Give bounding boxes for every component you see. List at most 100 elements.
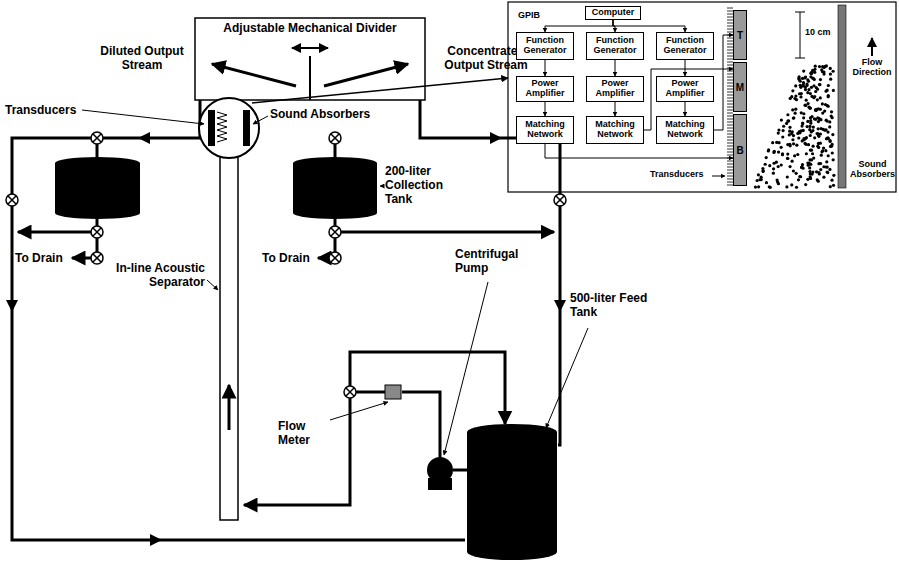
separator-column <box>217 112 227 142</box>
separator-column <box>220 100 238 520</box>
particle <box>811 172 814 175</box>
particle <box>794 108 797 111</box>
particle <box>806 178 809 181</box>
signal-connector <box>615 60 616 76</box>
box-text: Computer <box>592 8 635 18</box>
tanks <box>293 157 377 169</box>
particle <box>819 162 822 165</box>
particle <box>816 145 819 148</box>
function-generator-box: Function Generator <box>516 32 574 60</box>
particle <box>829 140 832 143</box>
particle <box>813 136 816 139</box>
particle <box>786 157 789 160</box>
tanks <box>467 432 557 552</box>
particle <box>757 173 760 176</box>
particle <box>822 71 825 74</box>
signal-connector <box>685 60 686 76</box>
particle <box>795 186 798 189</box>
particle <box>809 175 812 178</box>
box-text: M <box>736 82 744 93</box>
particle <box>801 121 804 124</box>
particle <box>819 78 822 81</box>
signal-connector <box>545 60 546 76</box>
inset-panel <box>800 12 801 58</box>
particle <box>794 84 797 87</box>
particle <box>818 83 821 86</box>
particle <box>816 178 819 181</box>
particle <box>829 72 832 75</box>
particle <box>760 176 763 179</box>
flow-arrows <box>150 534 162 546</box>
particle <box>830 110 833 113</box>
flow-label: Flow Direction <box>850 58 894 78</box>
particle <box>810 86 813 89</box>
transducer-pin <box>727 8 733 9</box>
particle <box>803 104 806 107</box>
particle <box>806 120 809 123</box>
particle <box>822 176 825 179</box>
particle <box>805 152 808 155</box>
leader-lines <box>330 402 388 420</box>
particle <box>828 168 831 171</box>
transducer-label: Transducers <box>650 170 710 180</box>
valve-symbol <box>556 196 564 204</box>
particle <box>802 138 805 141</box>
particle <box>812 156 815 159</box>
particle <box>786 175 789 178</box>
tanks <box>293 163 377 213</box>
particle <box>822 165 825 168</box>
particle <box>827 105 830 108</box>
particle <box>810 71 813 74</box>
particle <box>820 150 823 153</box>
particle <box>827 154 830 157</box>
box-text: Matching Network <box>659 120 711 140</box>
particle <box>802 112 805 115</box>
box-text: Matching Network <box>589 120 641 140</box>
particle <box>808 166 811 169</box>
particle <box>825 119 828 122</box>
leader-lines <box>252 78 508 103</box>
particle <box>768 185 771 188</box>
particle <box>832 174 835 177</box>
valve-symbol <box>331 254 339 262</box>
particle <box>819 142 822 145</box>
pump-label: Centrifugal Pump <box>455 248 531 276</box>
particle <box>791 108 794 111</box>
valve-symbol <box>93 254 101 262</box>
particle <box>826 104 829 107</box>
leader-lines <box>380 186 382 187</box>
particle <box>798 175 801 178</box>
particle <box>827 84 830 87</box>
particle <box>826 170 829 173</box>
particle <box>832 89 835 92</box>
particle <box>797 136 800 139</box>
inset-panel <box>838 5 846 188</box>
particle <box>785 185 788 188</box>
separator-column <box>208 110 215 146</box>
particle <box>795 144 798 147</box>
particle <box>757 185 760 188</box>
absorber-label: Sound Absorbers <box>270 108 380 122</box>
valve-symbol <box>329 132 341 144</box>
particle <box>826 136 829 139</box>
particle <box>812 125 815 128</box>
tank-label: 500-liter Feed Tank <box>570 292 650 320</box>
separator-head <box>324 64 408 86</box>
particle <box>786 152 789 155</box>
particle <box>772 162 775 165</box>
particle <box>826 89 829 92</box>
particle <box>756 179 759 182</box>
bus-label: GPIB <box>518 11 540 21</box>
particle <box>819 108 822 111</box>
particle <box>777 182 780 185</box>
valve-symbol <box>6 194 18 206</box>
particle <box>801 122 804 125</box>
valve-symbol <box>331 134 339 142</box>
particle <box>782 129 785 132</box>
absorber-label: Sound Absorbers <box>849 160 896 180</box>
valve-symbol <box>91 252 103 264</box>
particle <box>807 88 810 91</box>
particle <box>799 84 802 87</box>
particle <box>777 150 780 153</box>
leader-lines <box>82 110 204 124</box>
